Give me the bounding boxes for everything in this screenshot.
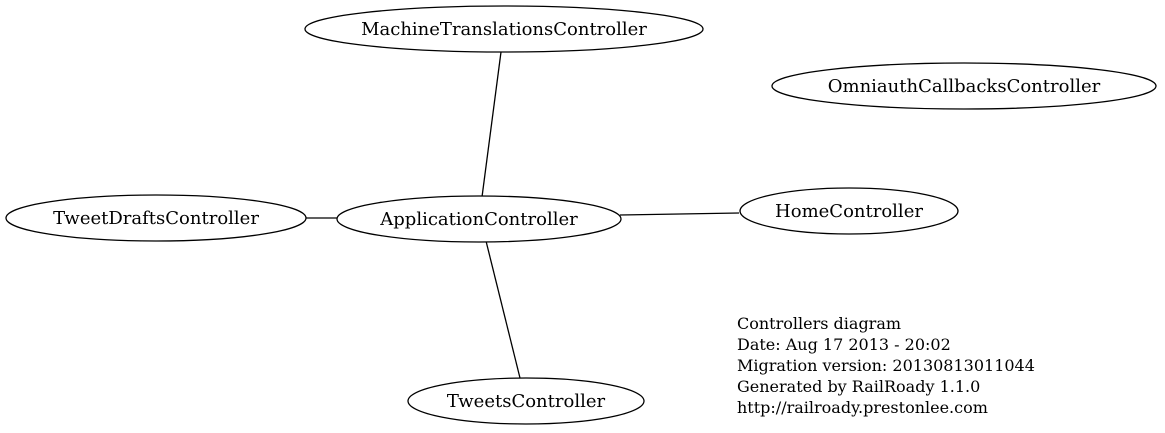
node-label: MachineTranslationsController <box>361 19 647 40</box>
edges <box>306 51 740 379</box>
node-home-controller[interactable]: HomeController <box>739 187 959 235</box>
node-tweet-drafts-controller[interactable]: TweetDraftsController <box>5 194 307 242</box>
diagram-info: Controllers diagram Date: Aug 17 2013 - … <box>737 314 1035 417</box>
node-label: ApplicationController <box>379 209 578 230</box>
node-tweets-controller[interactable]: TweetsController <box>407 377 645 425</box>
edge-application-tweets <box>485 240 521 379</box>
node-machine-translations-controller[interactable]: MachineTranslationsController <box>304 5 704 53</box>
edge-application-machine-translations <box>481 51 502 198</box>
info-date: Date: Aug 17 2013 - 20:02 <box>737 335 951 354</box>
node-label: OmniauthCallbacksController <box>828 76 1101 97</box>
edge-application-home <box>619 212 740 216</box>
node-shape <box>336 195 622 243</box>
node-label: TweetsController <box>447 391 606 412</box>
info-migration-version: Migration version: 20130813011044 <box>737 356 1035 375</box>
node-shape <box>304 5 704 53</box>
node-shape <box>771 62 1157 110</box>
node-shape <box>5 194 307 242</box>
node-shape <box>739 187 959 235</box>
node-label: HomeController <box>775 201 923 222</box>
node-application-controller[interactable]: ApplicationController <box>336 195 622 243</box>
node-shape <box>407 377 645 425</box>
info-title: Controllers diagram <box>737 314 901 333</box>
info-generator: Generated by RailRoady 1.1.0 <box>737 377 980 396</box>
node-label: TweetDraftsController <box>53 208 259 229</box>
info-url: http://railroady.prestonlee.com <box>737 398 988 417</box>
node-omniauth-callbacks-controller[interactable]: OmniauthCallbacksController <box>771 62 1157 110</box>
